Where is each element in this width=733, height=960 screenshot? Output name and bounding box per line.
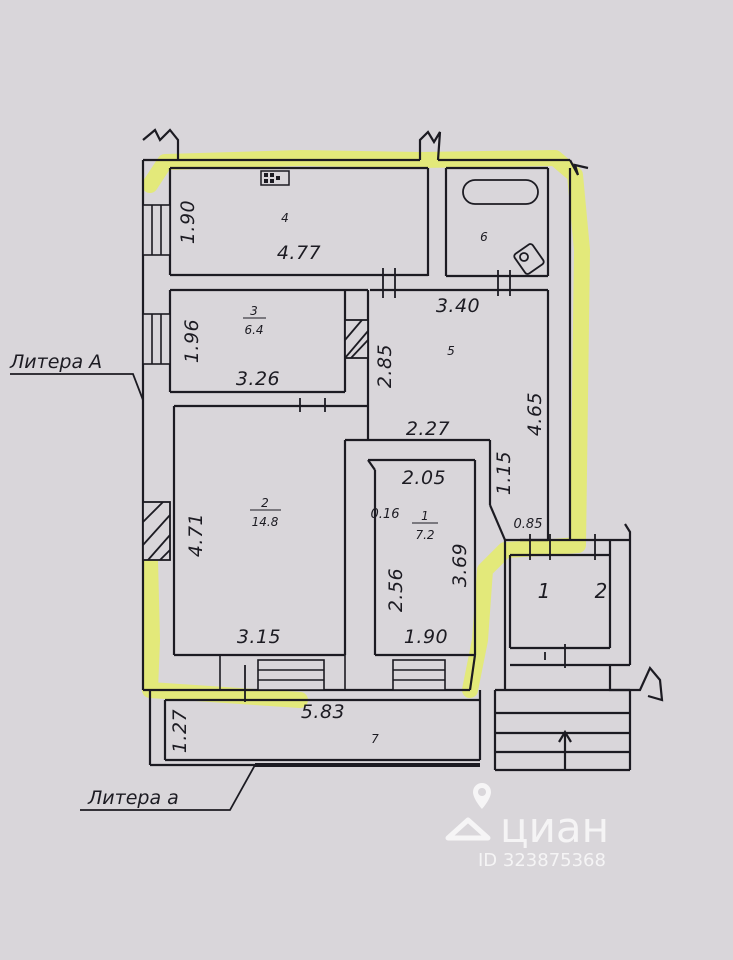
hatched-blocks: [142, 319, 369, 561]
dim-4-65: 4.65: [524, 392, 546, 436]
windows: [142, 204, 446, 691]
room-6-number: 6: [480, 230, 488, 244]
dim-3-69: 3.69: [449, 543, 471, 587]
dim-2-05: 2.05: [402, 467, 446, 489]
dim-2-56: 2.56: [385, 568, 407, 612]
bathtub-icon: [462, 179, 539, 205]
labels: Литера А Литера а 4 6 3 6.4 5 2 14.8 1 7…: [9, 200, 607, 809]
dim-1-15: 1.15: [493, 451, 515, 495]
dim-1-96: 1.96: [181, 319, 203, 363]
dim-5-83: 5.83: [301, 701, 345, 723]
dim-4-71: 4.71: [185, 513, 207, 557]
dim-2-27: 2.27: [406, 418, 450, 440]
litera-a-label: Литера А: [9, 351, 102, 373]
room-1-number: 1: [421, 509, 429, 523]
porch-2-number: 2: [595, 579, 608, 603]
porch-1-number: 1: [538, 579, 551, 603]
room-1-area: 7.2: [415, 528, 434, 542]
watermark-brand: циан: [500, 803, 609, 852]
stove-icon: [260, 170, 290, 186]
watermark: циан ID 323875368: [445, 783, 609, 871]
walls: [141, 128, 664, 772]
room-3-area: 6.4: [244, 323, 263, 337]
watermark-id: ID 323875368: [478, 850, 606, 871]
room-3-number: 3: [250, 304, 258, 318]
room-7-number: 7: [371, 732, 379, 746]
dim-3-40: 3.40: [436, 295, 480, 317]
dim-4-77: 4.77: [277, 242, 321, 264]
dim-2-85: 2.85: [374, 344, 396, 388]
litera-small-a-label: Литера а: [87, 787, 179, 809]
cian-logo-icon: [445, 817, 491, 841]
room-5-number: 5: [447, 344, 455, 358]
room-2-area: 14.8: [252, 515, 279, 529]
leader-lines: [10, 373, 256, 811]
dim-1-90-left: 1.90: [177, 200, 199, 244]
dim-1-90-bottom: 1.90: [404, 626, 448, 648]
room-2-number: 2: [261, 496, 269, 510]
dim-0-16: 0.16: [371, 507, 400, 522]
room-4-number: 4: [281, 211, 289, 225]
dim-1-27: 1.27: [169, 709, 191, 753]
dim-3-26: 3.26: [236, 368, 280, 390]
dim-0-85: 0.85: [514, 517, 543, 532]
dim-3-15: 3.15: [237, 626, 281, 648]
toilet-icon: [513, 243, 545, 275]
door-marks: [244, 268, 596, 702]
location-pin-icon: [473, 783, 491, 809]
marker-highlight: [142, 150, 590, 708]
